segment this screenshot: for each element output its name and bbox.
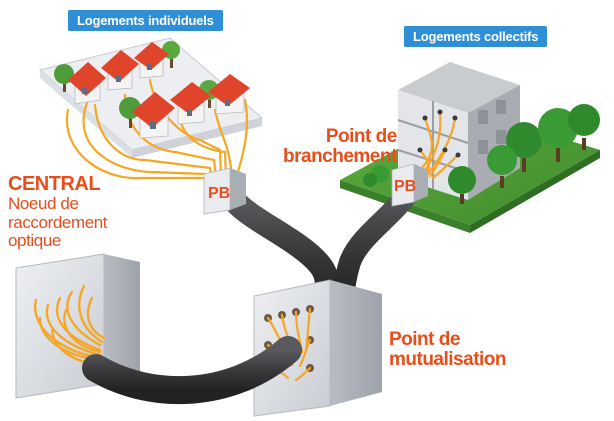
branch-point-line-2: branchement bbox=[283, 145, 397, 167]
central-to-pooling-cable bbox=[82, 336, 302, 405]
pb-box-left: PB bbox=[203, 167, 246, 215]
central-subtitle-line-1: Noeud de bbox=[8, 194, 79, 213]
tree-icons bbox=[54, 41, 219, 128]
central-title: CENTRAL bbox=[8, 173, 101, 195]
house-icons bbox=[68, 42, 250, 139]
pb-right-label: PB bbox=[394, 178, 416, 195]
building-tree-icons bbox=[363, 104, 600, 204]
branch-point-line-1: Point de bbox=[325, 126, 397, 147]
pb-left-label: PB bbox=[208, 185, 230, 202]
branch-point-label: Point de branchement bbox=[283, 127, 397, 167]
pb-box-right: PB bbox=[391, 163, 428, 207]
pooling-point-line-1: Point de bbox=[389, 329, 460, 350]
central-subtitle-line-3: optique bbox=[8, 231, 61, 251]
collective-housing-tag: Logements collectifs bbox=[404, 26, 548, 47]
individual-housing-tag: Logements individuels bbox=[68, 10, 223, 31]
pooling-point-line-2: mutualisation bbox=[389, 348, 507, 370]
central-box bbox=[15, 253, 140, 399]
central-label: CENTRAL Noeud de raccordement optique bbox=[8, 173, 108, 251]
central-subtitle-line-2: raccordement bbox=[8, 212, 108, 232]
individual-housing-block bbox=[38, 37, 264, 182]
pooling-point-label: Point de mutualisation bbox=[389, 329, 507, 370]
